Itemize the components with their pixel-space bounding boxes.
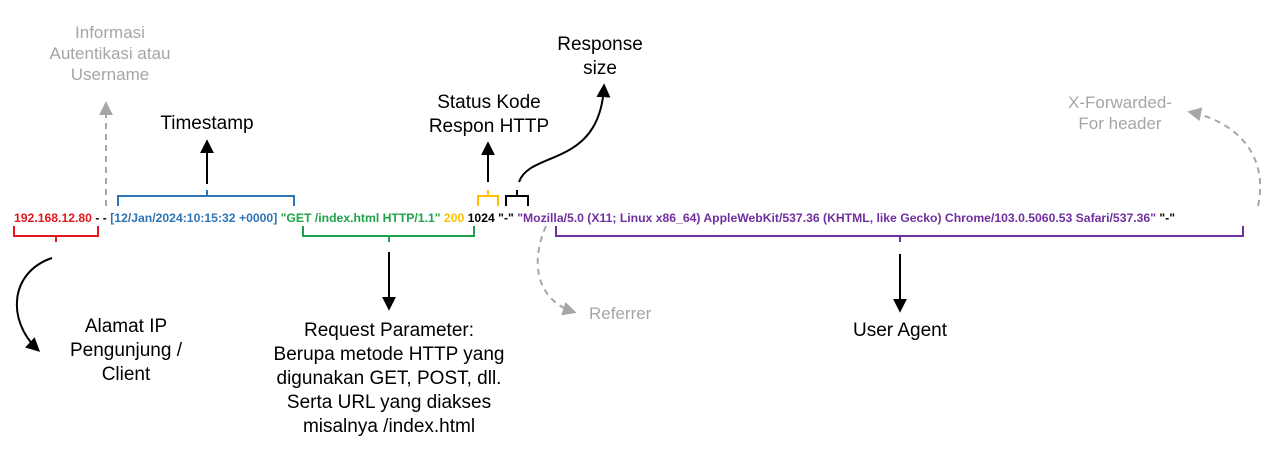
status-label: Status Kode Respon HTTP [414,91,564,139]
request-label-line: digunakan GET, POST, dll. [276,368,502,389]
log-status: 200 [443,211,465,225]
size-label-line: Response [557,34,643,55]
status-label-line: Respon HTTP [428,116,550,137]
forwarded-label: X-Forwarded- For header [1040,92,1200,134]
size-arrow [518,83,611,183]
timestamp-label-line: Timestamp [160,113,254,134]
request-label-line: misalnya /index.html [302,416,476,437]
ip-bracket [13,226,99,242]
ip-label-line: Client [101,364,151,385]
request-label-line: Serta URL yang diakses [286,392,492,413]
forwarded-label-line: X-Forwarded- [1068,93,1172,112]
log-timestamp: [12/Jan/2024:10:15:32 +0000] [110,211,278,225]
log-referrer: "-" [498,211,514,225]
log-separator: - - [91,211,111,225]
size-label: Response size [540,33,660,81]
request-label-line: Berupa metode HTTP yang [273,344,505,365]
request-bracket [302,226,475,242]
log-user-agent: "Mozilla/5.0 (X11; Linux x86_64) AppleWe… [517,211,1156,225]
size-bracket [505,190,529,206]
forwarded-label-line: For header [1078,114,1162,133]
ip-label-line: Pengunjung / [70,340,182,361]
status-label-line: Status Kode [437,92,541,113]
timestamp-bracket [117,190,295,206]
log-request: "GET /index.html HTTP/1.1" [280,211,441,225]
user-agent-label: User Agent [830,319,970,343]
log-forwarded: "-" [1159,211,1176,225]
request-label-line: Request Parameter: [303,320,475,341]
auth-label-line: Informasi [75,23,145,42]
referrer-label: Referrer [589,303,709,324]
ip-label: Alamat IP Pengunjung / Client [56,315,196,387]
forwarded-arrow [1187,107,1262,207]
user-agent-label-line: User Agent [853,320,947,341]
auth-label-line: Autentikasi atau [49,44,171,63]
user-agent-bracket [555,226,1244,242]
referrer-label-line: Referrer [589,304,652,323]
auth-label-line: Username [70,65,150,84]
ip-label-line: Alamat IP [84,316,168,337]
auth-label: Informasi Autentikasi atau Username [30,22,190,85]
log-size: 1024 [467,211,495,225]
request-label: Request Parameter: Berupa metode HTTP ya… [244,319,534,439]
ip-arrow [15,257,53,352]
log-ip: 192.168.12.80 [14,211,92,225]
referrer-arrow [536,225,577,316]
timestamp-label: Timestamp [147,112,267,136]
size-label-line: size [583,58,617,79]
access-log-line: 192.168.12.80 - - [12/Jan/2024:10:15:32 … [14,211,1175,225]
status-bracket [477,190,499,206]
